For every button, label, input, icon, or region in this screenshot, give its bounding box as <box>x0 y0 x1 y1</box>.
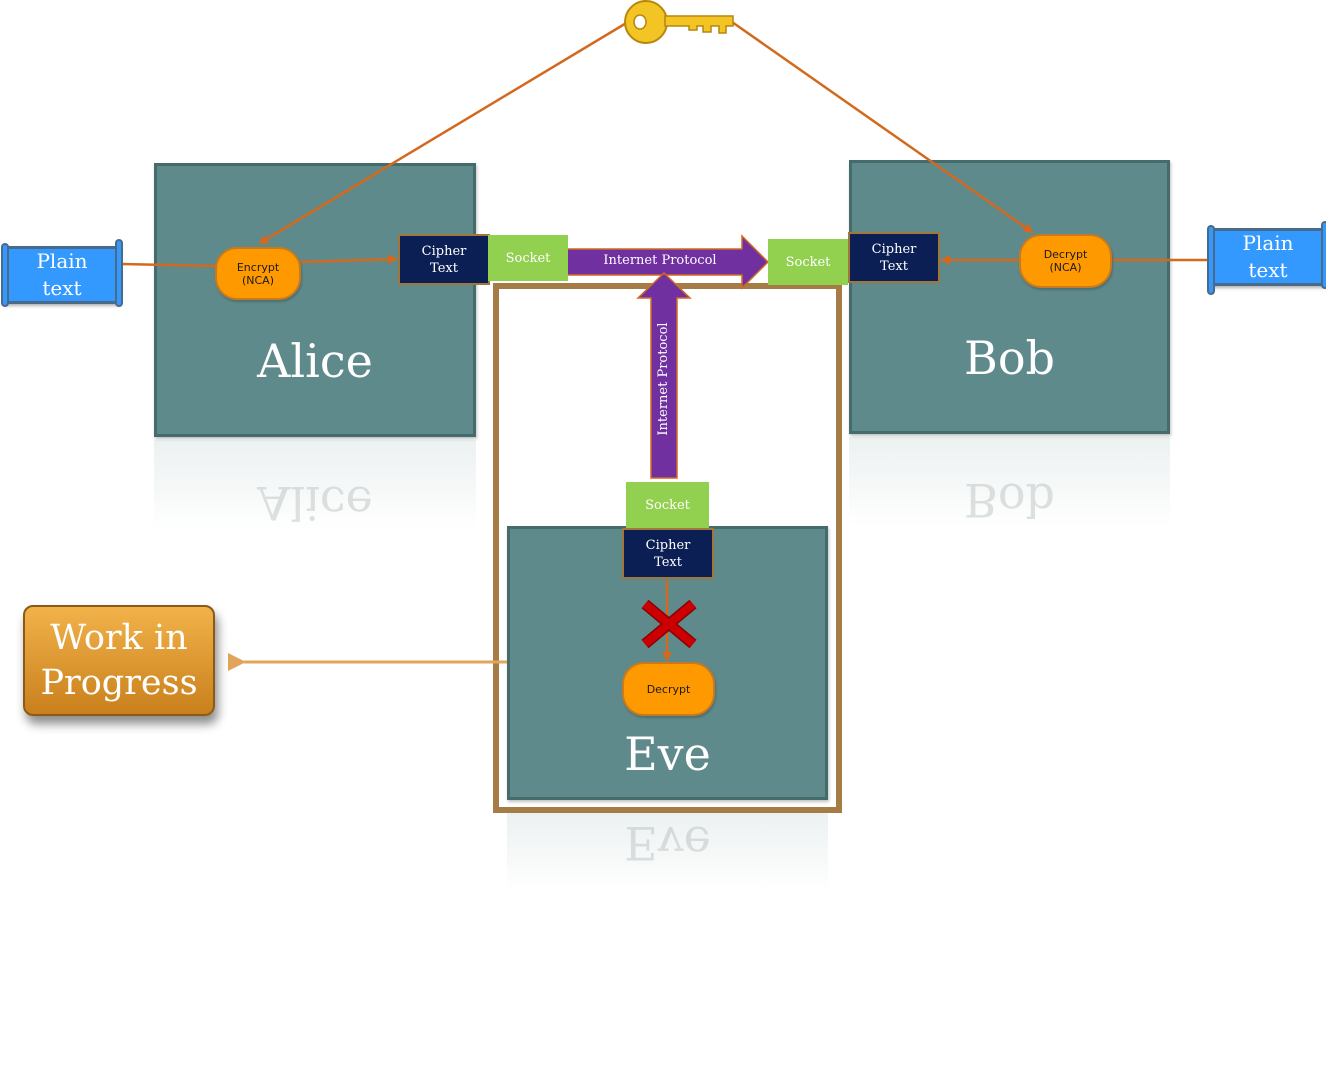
alice-reflection: Alice <box>154 440 476 530</box>
work-in-progress-label: Work in Progress <box>40 617 198 703</box>
internet-protocol-arrow-horizontal <box>566 234 770 290</box>
alice-label: Alice <box>257 334 373 388</box>
bob-reflection: Bob <box>849 437 1170 527</box>
eve-decrypt-op: Decrypt <box>622 662 715 716</box>
bob-decrypt-op: Decrypt (NCA) <box>1019 234 1112 288</box>
bob-plaintext: Plain text <box>1207 221 1326 295</box>
scroll-roll-right <box>1321 221 1326 289</box>
eve-reflection: Eve <box>507 812 828 892</box>
bob-label: Bob <box>964 331 1055 385</box>
alice-encrypt-to-cipher <box>299 254 398 265</box>
internet-protocol-arrow-vertical <box>636 271 692 479</box>
scroll-roll-left <box>1207 225 1215 295</box>
scroll-roll-right <box>115 239 123 307</box>
key-line-bob <box>731 20 1034 234</box>
alice-encrypt-op: Encrypt (NCA) <box>215 247 301 300</box>
internet-protocol-label-vertical: Internet Protocol <box>656 322 671 436</box>
internet-protocol-label-horizontal: Internet Protocol <box>603 253 717 268</box>
scroll-roll-left <box>1 243 9 307</box>
bob-box: Bob <box>849 160 1170 434</box>
eve-label: Eve <box>624 727 711 781</box>
key-icon <box>624 0 734 44</box>
alice-socket: Socket <box>488 235 568 281</box>
bob-plaintext-label: Plain text <box>1242 231 1294 282</box>
alice-plaintext-label: Plain text <box>36 249 88 300</box>
bob-cipher-text: Cipher Text <box>848 232 940 283</box>
cross-icon <box>641 599 697 649</box>
alice-plaintext: Plain text <box>1 239 123 307</box>
bob-socket: Socket <box>768 239 848 285</box>
eve-socket: Socket <box>626 482 709 528</box>
key-line-alice <box>258 20 629 245</box>
eve-cipher-text: Cipher Text <box>622 528 714 579</box>
alice-plain-to-encrypt <box>119 262 217 268</box>
alice-cipher-text: Cipher Text <box>398 234 490 285</box>
work-in-progress-badge: Work in Progress <box>23 605 215 716</box>
